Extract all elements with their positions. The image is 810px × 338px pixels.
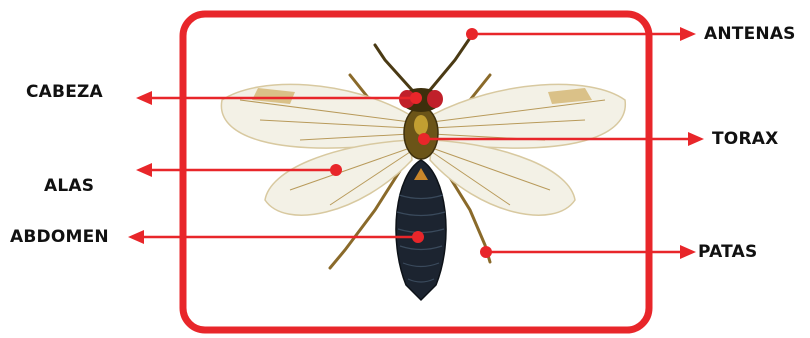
wing-lower-left [265,140,412,215]
wing-upper-left [221,84,410,148]
label-patas: PATAS [698,242,757,262]
label-abdomen: ABDOMEN [10,227,109,247]
antennae [375,38,470,90]
wing-lower-right [430,140,575,215]
label-antenas: ANTENAS [704,24,796,44]
abdomen [396,160,446,300]
label-alas: ALAS [44,176,94,196]
label-cabeza: CABEZA [26,82,103,102]
label-torax: TORAX [712,129,778,149]
eye-right [427,90,443,108]
